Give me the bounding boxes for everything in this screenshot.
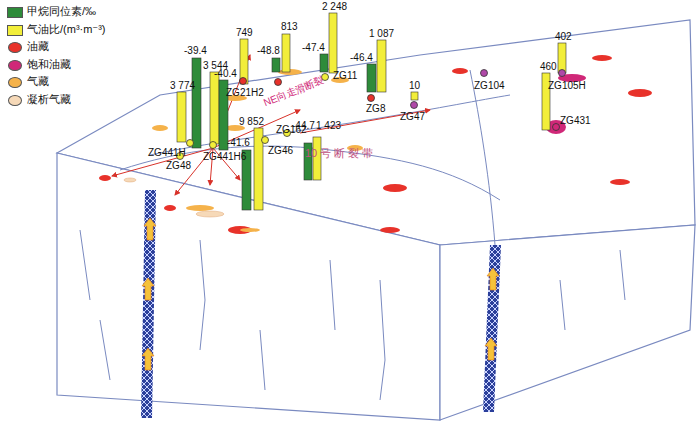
well-name: ZG431 — [560, 115, 591, 126]
value-label: 10 — [409, 80, 420, 91]
legend-swatch — [8, 42, 22, 53]
well-name: ZG105H — [548, 80, 586, 91]
legend-text: 凝析气藏 — [27, 93, 71, 106]
well-name: ZG441H — [148, 147, 186, 158]
well-name: ZG47 — [400, 111, 425, 122]
value-label: -47.4 — [302, 42, 325, 53]
value-label: -46.4 — [350, 52, 373, 63]
well-name: ZG8 — [366, 103, 385, 114]
legend-swatch — [8, 60, 22, 71]
value-label: 9 852 — [239, 116, 264, 127]
fault-label: 10 号 断 裂 带 — [305, 148, 373, 159]
value-label: 402 — [555, 31, 572, 42]
well-name: ZG441H6 — [203, 151, 246, 162]
legend-swatch — [8, 95, 22, 106]
well-name: ZG46 — [268, 145, 293, 156]
well-name: ZG21H2 — [226, 87, 264, 98]
value-label: 460 — [540, 61, 557, 72]
well-name: ZG11 — [333, 70, 357, 81]
well-name: ZG48 — [166, 160, 191, 171]
value-label: 1 423 — [316, 120, 341, 131]
value-label: -41.6 — [227, 137, 250, 148]
well-name: ZG104 — [474, 80, 505, 91]
value-label: 749 — [236, 27, 253, 38]
legend-text: 气油比/(m³·m⁻³) — [27, 23, 106, 36]
value-label: 3 774 — [170, 80, 195, 91]
value-label: -40.4 — [214, 68, 237, 79]
value-label: 813 — [281, 21, 298, 32]
legend-text: 甲烷同位素/‰ — [27, 5, 96, 18]
value-label: 1 087 — [369, 28, 394, 39]
value-label: -44.7 — [292, 120, 315, 131]
value-label: 2 248 — [322, 1, 347, 12]
legend-text: 油藏 — [27, 40, 49, 53]
legend-text: 饱和油藏 — [27, 58, 71, 71]
legend-text: 气藏 — [27, 75, 49, 88]
legend-swatch — [7, 7, 23, 18]
value-label: -39.4 — [184, 45, 207, 56]
legend-swatch — [7, 25, 23, 36]
value-label: -48.8 — [257, 45, 280, 56]
legend-swatch — [8, 77, 22, 88]
